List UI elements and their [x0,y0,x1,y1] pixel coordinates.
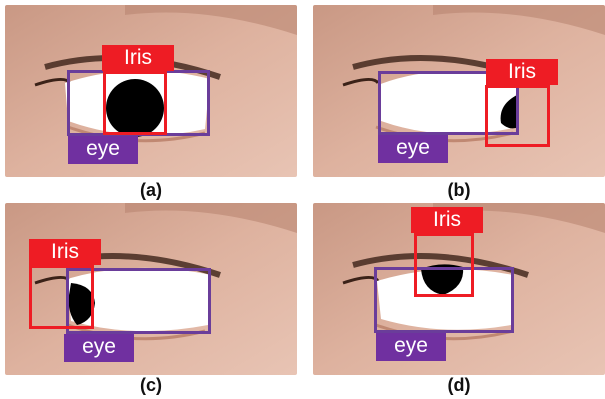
iris-bounding-box [103,71,167,135]
panel-b: Iris eye [313,5,605,177]
panel-a: Iris eye [5,5,297,177]
panel-c: Iris eye [5,203,297,375]
panel-d: Iris eye [313,203,605,375]
iris-label: Iris [102,45,174,71]
iris-label: Iris [486,59,558,85]
caption-d: (d) [429,375,489,396]
caption-b: (b) [429,180,489,201]
eye-label: eye [68,136,138,164]
iris-label: Iris [411,207,483,233]
iris-bounding-box [414,233,474,297]
caption-a: (a) [121,180,181,201]
eye-label: eye [378,135,448,163]
caption-c: (c) [121,375,181,396]
eye-label: eye [376,333,446,361]
eye-label: eye [64,334,134,362]
iris-label: Iris [29,239,101,265]
iris-bounding-box [29,265,94,329]
iris-bounding-box [485,85,550,147]
